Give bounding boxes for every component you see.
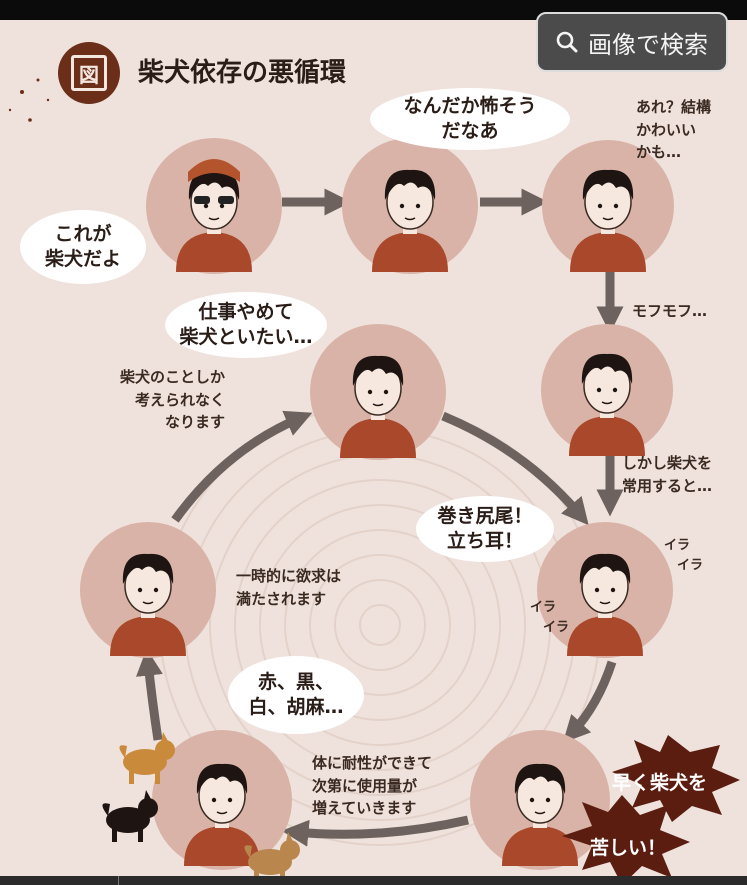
note-taisei: 体に耐性ができて 次第に使用量が 増えていきます bbox=[312, 754, 433, 817]
arrow-cycle-left-up bbox=[135, 648, 163, 741]
burst-hayaku bbox=[612, 735, 740, 822]
search-by-image-label: 画像で検索 bbox=[588, 30, 708, 59]
note-shiba-no-koto: 柴犬のことしか 考えられなく なります bbox=[120, 368, 226, 431]
note-ichijiteki: 一時的に欲求は 満たされます bbox=[236, 567, 342, 608]
burst-hayaku-text: 早く柴犬を bbox=[612, 772, 708, 794]
note-ira-1: イラ イラ bbox=[664, 538, 704, 573]
bottom-bar bbox=[0, 876, 747, 885]
figure-badge-label: 図 bbox=[71, 55, 107, 91]
character-circle-7 bbox=[152, 730, 292, 870]
burst-kurushii-text: 苦しい！ bbox=[590, 837, 667, 859]
character-circle-9 bbox=[310, 324, 446, 460]
character-circle-8 bbox=[80, 522, 216, 658]
speech-shigoto: 仕事やめて 柴犬といたい… bbox=[165, 292, 327, 358]
character-circle-4 bbox=[541, 324, 673, 457]
splatter-decoration bbox=[8, 78, 50, 122]
character-circle-3 bbox=[542, 140, 674, 273]
character-circle-6 bbox=[470, 730, 610, 870]
note-ira-2: イラ イラ bbox=[530, 600, 570, 635]
arrow-cycle-bottom bbox=[281, 815, 469, 847]
arrow-cycle-left-top bbox=[171, 410, 313, 523]
arrow-cycle-top-right bbox=[441, 411, 589, 526]
character-circle-2 bbox=[342, 138, 478, 274]
character-circle-1 bbox=[146, 138, 282, 274]
note-shikashi: しかし柴犬を 常用すると… bbox=[622, 454, 713, 495]
figure-badge: 図 bbox=[58, 42, 120, 104]
arrows bbox=[135, 188, 624, 847]
arrow-cycle-right-down bbox=[562, 660, 617, 743]
search-by-image-button[interactable]: 画像で検索 bbox=[536, 12, 728, 72]
note-mofumofu: モフモフ… bbox=[632, 302, 708, 320]
speech-makishippo: 巻き尻尾！ 立ち耳！ bbox=[416, 496, 554, 562]
burst-kurushii bbox=[562, 795, 690, 885]
speech-nandaka: なんだか怖そう だなあ bbox=[370, 88, 570, 150]
page-title: 柴犬依存の悪循環 bbox=[138, 58, 347, 88]
character-circle-5 bbox=[537, 522, 673, 658]
magnifier-icon bbox=[556, 31, 578, 53]
speech-kore-ga: これが 柴犬だよ bbox=[20, 210, 146, 284]
speech-colors: 赤、黒、 白、胡麻… bbox=[228, 656, 364, 734]
note-are-kekkou: あれ？結構 かわいい かも… bbox=[636, 98, 712, 161]
